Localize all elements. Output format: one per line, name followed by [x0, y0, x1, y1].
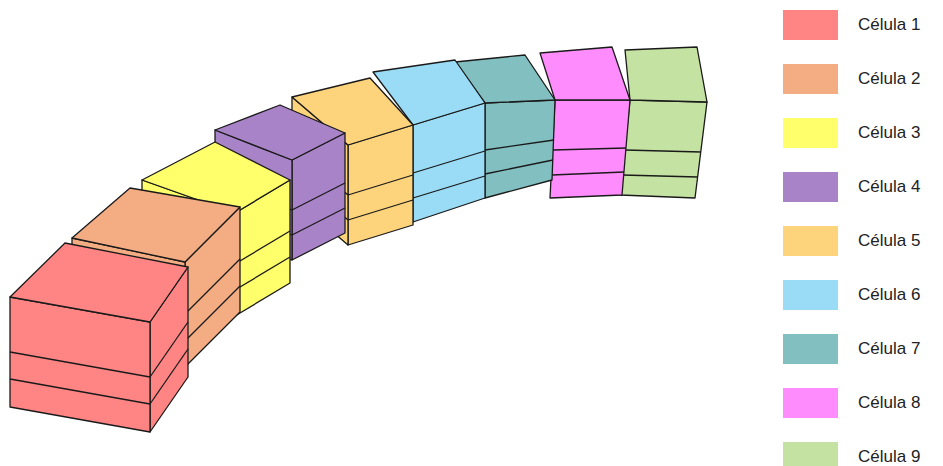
legend-swatch	[783, 442, 838, 466]
legend-label: Célula 9	[858, 446, 920, 466]
legend-label: Célula 4	[858, 176, 920, 198]
layer-line	[292, 208, 345, 235]
layer-line	[185, 286, 240, 341]
cell-face	[540, 47, 630, 100]
layer-line	[485, 140, 554, 150]
layer-line	[348, 200, 413, 220]
layer-line	[348, 175, 413, 195]
legend-label: Célula 6	[858, 284, 920, 306]
layer-line	[10, 379, 150, 404]
cell-face	[620, 100, 707, 198]
layer-line	[413, 151, 485, 173]
layer-line	[552, 172, 624, 175]
layer-line	[235, 257, 290, 290]
layer-line	[235, 231, 290, 264]
layer-line	[622, 175, 698, 177]
legend-swatch	[783, 226, 838, 256]
cell-face	[348, 125, 413, 245]
legend-label: Célula 1	[858, 14, 920, 36]
layer-line	[10, 352, 150, 377]
layer-line	[292, 183, 345, 210]
legend-label: Célula 5	[858, 230, 920, 252]
cell-face	[550, 100, 630, 198]
layer-line	[150, 349, 188, 404]
cell-face	[485, 100, 555, 198]
legend-label: Célula 7	[858, 338, 920, 360]
legend-label: Célula 8	[858, 392, 920, 414]
cell-face	[10, 243, 188, 322]
legend-swatch	[783, 388, 838, 418]
legend-swatch	[783, 64, 838, 94]
legend-swatch	[783, 280, 838, 310]
layer-line	[485, 160, 553, 174]
cell-face	[625, 47, 707, 102]
cell-block	[10, 243, 188, 432]
layer-line	[150, 322, 188, 377]
layer-line	[185, 259, 240, 314]
legend-swatch	[783, 334, 838, 364]
layer-line	[625, 150, 701, 152]
legend-swatch	[783, 10, 838, 40]
layer-line	[413, 176, 485, 198]
legend-swatch	[783, 118, 838, 148]
legend-swatch	[783, 172, 838, 202]
legend-label: Célula 3	[858, 122, 920, 144]
layer-line	[553, 148, 626, 150]
cell-block	[620, 47, 707, 198]
legend-label: Célula 2	[858, 68, 920, 90]
